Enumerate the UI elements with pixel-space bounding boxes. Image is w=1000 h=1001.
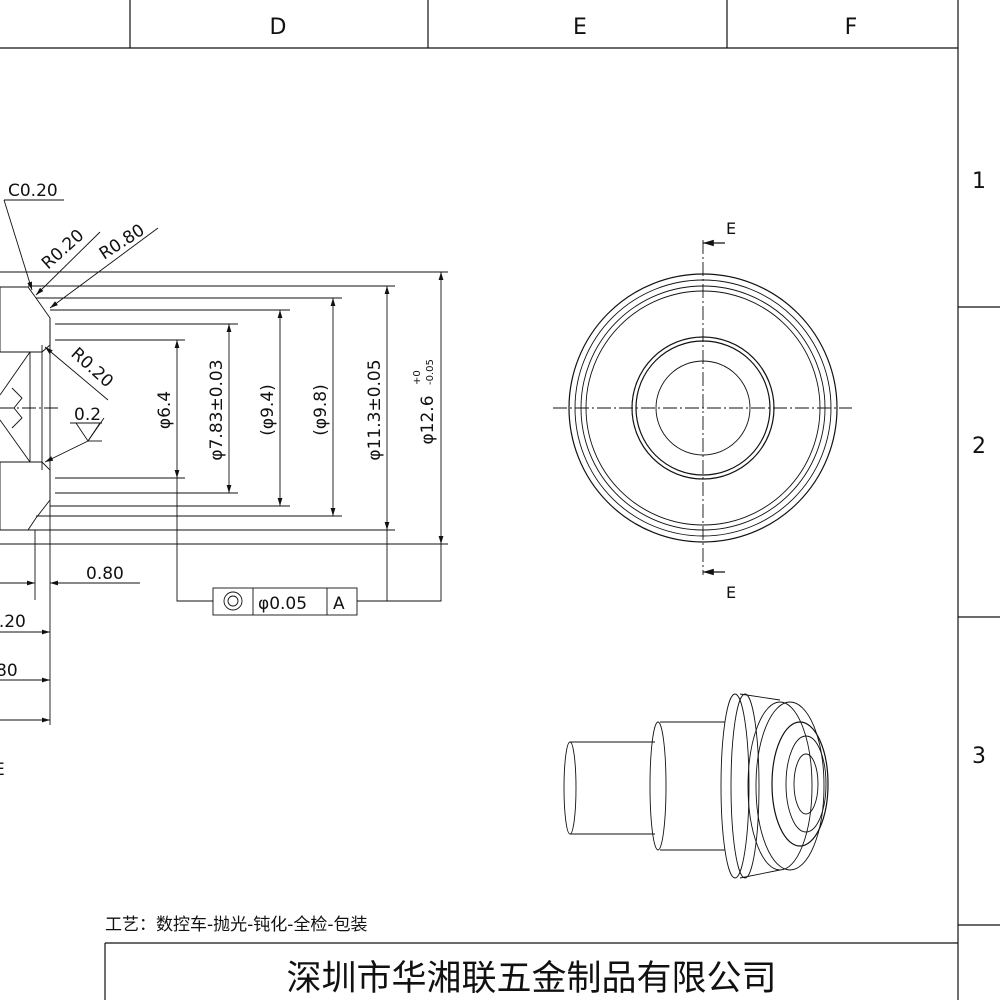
row-label-3: 3: [972, 744, 986, 769]
dim-length-3-20: 3.20: [0, 612, 26, 632]
column-label-f: F: [845, 15, 858, 40]
column-label-d: D: [270, 15, 287, 40]
section-mark-top: E: [726, 219, 736, 238]
dim-d12-6-lower: -0.05: [425, 359, 436, 385]
dim-length-0-80: 0.80: [86, 564, 124, 584]
surface-finish-value: 0.2: [74, 405, 101, 425]
row-label-1: 1: [972, 169, 986, 194]
radius-label-3: R0.20: [67, 344, 117, 392]
row-label-2: 2: [972, 434, 986, 459]
radius-label-1: R0.20: [38, 226, 88, 274]
section-mark-bottom: E: [726, 583, 736, 602]
gdt-datum: A: [333, 594, 345, 614]
section-label: E: [0, 760, 5, 780]
dim-d11-3: φ11.3±0.05: [365, 359, 385, 460]
dim-d9-4: (φ9.4): [258, 384, 278, 436]
chamfer-label: C0.20: [8, 181, 58, 201]
radius-label-2: R0.80: [96, 220, 149, 264]
process-note: 工艺：数控车-抛光-钝化-全检-包装: [105, 915, 368, 935]
isometric-view: [563, 693, 829, 879]
section-view: [0, 199, 448, 725]
concentricity-icon: [223, 591, 243, 611]
column-label-e: E: [573, 15, 587, 40]
dim-d7-83: φ7.83±0.03: [207, 359, 227, 460]
front-view: [553, 239, 852, 576]
dim-d12-6-base: φ12.6: [418, 395, 438, 444]
dim-length-80: 80: [0, 661, 18, 681]
dim-d9-8: (φ9.8): [311, 384, 331, 436]
dim-d12-6-upper: +0: [412, 370, 423, 385]
dim-d12-6: φ12.6 +0 -0.05: [412, 359, 438, 444]
company-name: 深圳市华湘联五金制品有限公司: [286, 959, 777, 999]
dim-d6-4: φ6.4: [155, 391, 175, 429]
gdt-tolerance: φ0.05: [258, 594, 307, 614]
